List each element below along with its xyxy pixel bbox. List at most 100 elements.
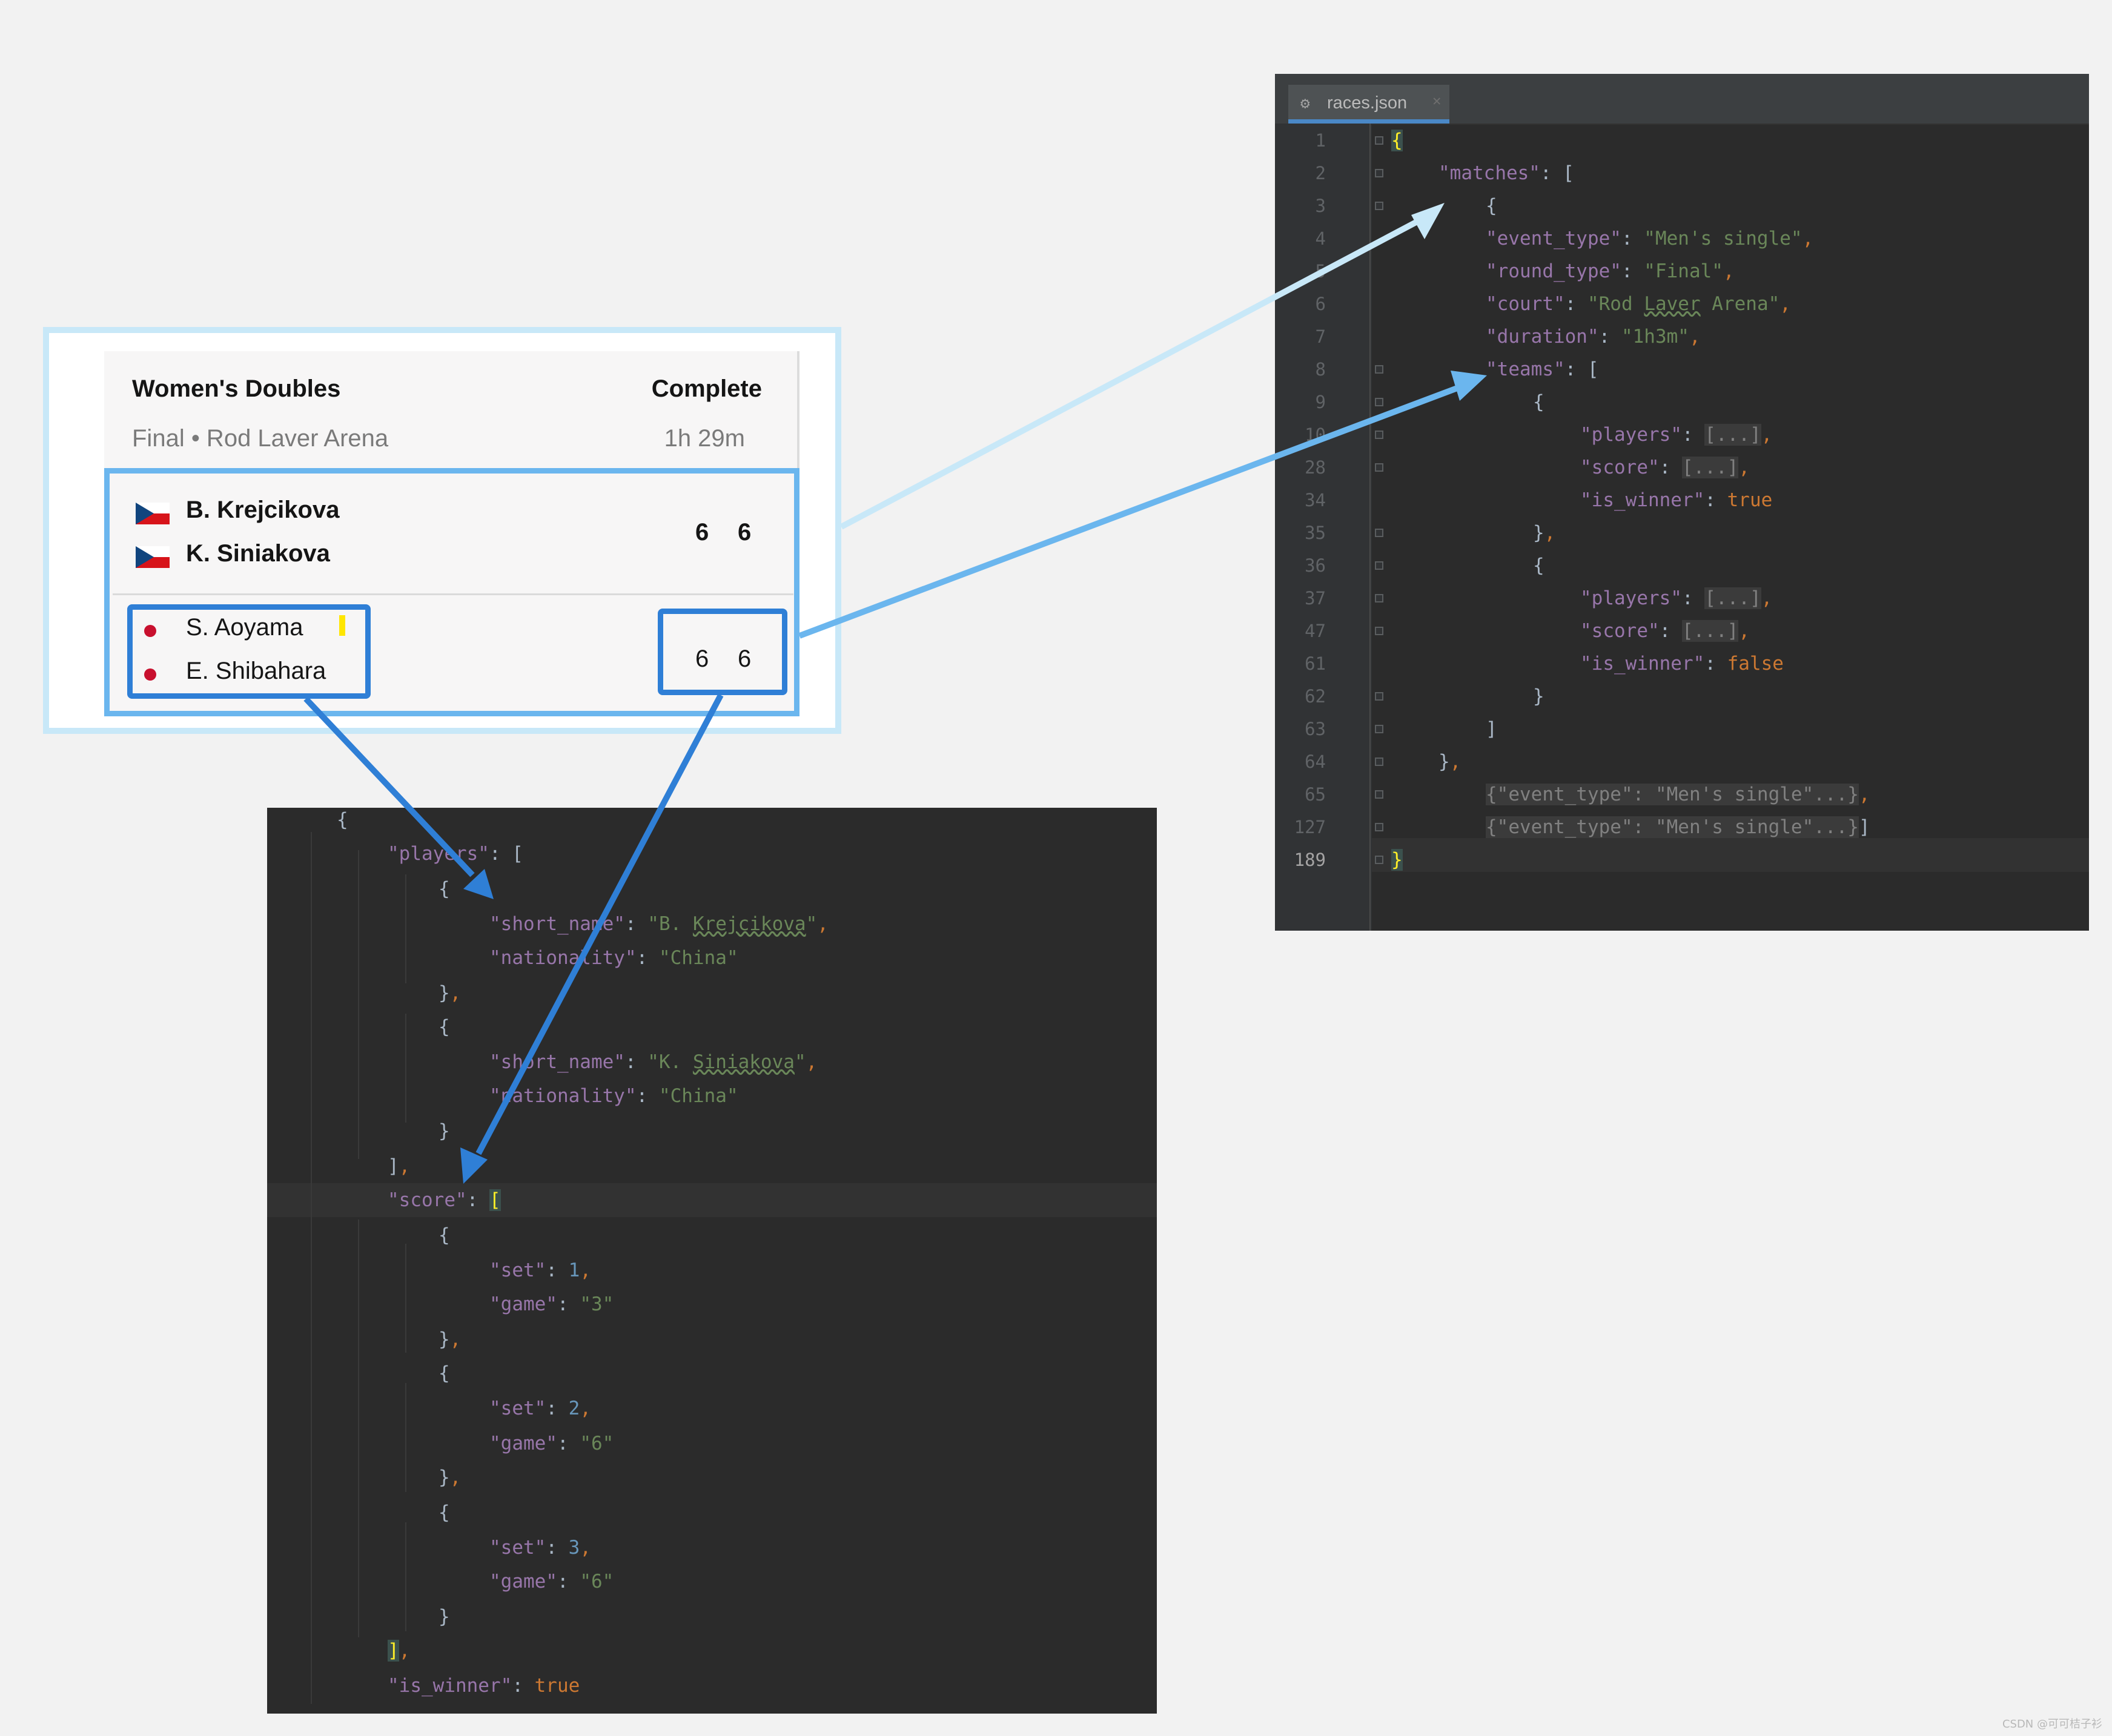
fold-marker-icon[interactable] — [1375, 594, 1383, 602]
line-number: 37 — [1305, 588, 1326, 609]
fold-marker-icon[interactable] — [1375, 463, 1383, 472]
editor-tab-bar: ⚙ races.json ✕ — [1275, 74, 2089, 125]
current-line-highlight — [267, 1183, 1157, 1217]
team-json-editor[interactable]: { "players": [ { "short_name": "B. Krejc… — [267, 808, 1157, 1714]
line-number-current: 189 — [1294, 850, 1326, 870]
czech-flag-icon — [136, 503, 170, 524]
line-number: 7 — [1315, 326, 1326, 347]
fold-marker-icon[interactable] — [1375, 627, 1383, 635]
line-number: 9 — [1315, 392, 1326, 412]
arrowhead-players — [463, 869, 494, 899]
code-line: { — [439, 1362, 450, 1384]
arrow-card-to-matches — [839, 209, 1437, 530]
code-line: "game": "6" — [489, 1571, 614, 1592]
code-line: ], — [388, 1155, 411, 1177]
code-line: "event_type": "Men's single", — [1486, 228, 1814, 249]
code-line: "players": [ — [388, 843, 523, 865]
fold-marker-icon[interactable] — [1375, 398, 1383, 406]
event-title: Women's Doubles — [132, 375, 341, 402]
arrow-players-to-players-key — [303, 696, 475, 877]
code-line: "is_winner": true — [388, 1675, 580, 1697]
fold-marker-icon[interactable] — [1375, 169, 1383, 177]
line-number: 36 — [1305, 555, 1326, 576]
code-line: { — [439, 878, 450, 900]
line-number: 63 — [1305, 719, 1326, 739]
code-line: "round_type": "Final", — [1486, 260, 1735, 282]
indent-guide — [311, 832, 312, 1704]
code-line: ], — [388, 1640, 411, 1662]
code-line: "score": [ — [388, 1189, 501, 1211]
line-number: 47 — [1305, 621, 1326, 641]
close-icon[interactable]: ✕ — [1432, 92, 1442, 109]
code-line: { — [1486, 195, 1497, 217]
line-number: 8 — [1315, 359, 1326, 380]
code-line: { — [1391, 130, 1403, 151]
code-line: } — [1391, 849, 1403, 871]
code-line: } — [439, 1606, 450, 1628]
fold-marker-icon[interactable] — [1375, 790, 1383, 799]
indent-guide — [405, 1244, 406, 1353]
code-line: "set": 3, — [489, 1537, 591, 1559]
tab-races-json[interactable]: ⚙ races.json ✕ — [1288, 85, 1449, 124]
line-number: 64 — [1305, 751, 1326, 772]
code-line: { — [439, 1224, 450, 1246]
players-highlight-box — [127, 604, 371, 699]
code-line: ] — [1486, 718, 1497, 740]
arrow-teams-to-teams-key — [798, 378, 1476, 639]
arrowhead-teams — [1451, 371, 1487, 401]
team2-player1-name: S. Aoyama — [186, 614, 303, 641]
fold-marker-icon[interactable] — [1375, 136, 1383, 145]
line-number-gutter — [1275, 124, 1372, 931]
code-line: "set": 1, — [489, 1259, 591, 1281]
line-number: 6 — [1315, 294, 1326, 314]
fold-marker-icon[interactable] — [1375, 365, 1383, 374]
fold-marker-icon[interactable] — [1375, 757, 1383, 766]
match-status: Complete — [651, 375, 762, 402]
races-json-editor[interactable]: ⚙ races.json ✕ 1 2 3 4 5 6 7 8 9 10 28 3… — [1275, 74, 2089, 931]
gutter-separator — [1369, 124, 1371, 931]
code-line: "short_name": "B. Krejcikova", — [489, 913, 829, 935]
team1-set2-score: 6 — [738, 519, 752, 546]
indent-guide — [405, 1522, 406, 1631]
arrowhead-matches — [1411, 203, 1445, 239]
line-number: 28 — [1305, 457, 1326, 478]
team1-player2-name: K. Siniakova — [186, 540, 330, 567]
fold-marker-icon[interactable] — [1375, 529, 1383, 537]
indent-guide — [405, 874, 406, 983]
line-number: 2 — [1315, 163, 1326, 183]
code-line: "score": [...], — [1580, 620, 1750, 642]
code-line: { — [1533, 391, 1544, 413]
fold-marker-icon[interactable] — [1375, 561, 1383, 570]
code-line: "is_winner": false — [1580, 653, 1784, 675]
code-line: }, — [1533, 522, 1556, 544]
indent-guide — [358, 850, 359, 1159]
code-line: "score": [...], — [1580, 457, 1750, 478]
code-line: "is_winner": true — [1580, 489, 1773, 511]
code-line: "duration": "1h3m", — [1486, 326, 1701, 348]
team2-player2-name: E. Shibahara — [186, 658, 326, 684]
code-line: "teams": [ — [1486, 358, 1599, 380]
fold-marker-icon[interactable] — [1375, 692, 1383, 701]
czech-flag-icon — [136, 546, 170, 568]
line-number: 1 — [1315, 130, 1326, 151]
fold-marker-icon[interactable] — [1375, 823, 1383, 831]
score-highlight-box — [658, 609, 787, 695]
code-line: }, — [439, 1328, 462, 1350]
fold-marker-icon[interactable] — [1375, 725, 1383, 733]
line-number: 4 — [1315, 228, 1326, 249]
json-file-icon: ⚙ — [1300, 94, 1310, 113]
code-line: {"event_type": "Men's single"...}] — [1486, 816, 1870, 838]
line-number: 3 — [1315, 196, 1326, 216]
fold-marker-icon[interactable] — [1375, 431, 1383, 439]
match-card[interactable]: Women's Doubles Complete Final • Rod Lav… — [104, 351, 799, 712]
fold-marker-icon[interactable] — [1375, 856, 1383, 864]
code-line: "set": 2, — [489, 1398, 591, 1419]
team-divider — [113, 593, 793, 595]
line-number: 34 — [1305, 490, 1326, 510]
team2-set1-score: 6 — [695, 645, 709, 672]
arrow-score-to-score-key — [475, 693, 724, 1155]
indent-guide — [405, 1383, 406, 1492]
watermark: CSDN @可可桔子衫 — [2002, 1718, 2102, 1731]
fold-marker-icon[interactable] — [1375, 202, 1383, 210]
